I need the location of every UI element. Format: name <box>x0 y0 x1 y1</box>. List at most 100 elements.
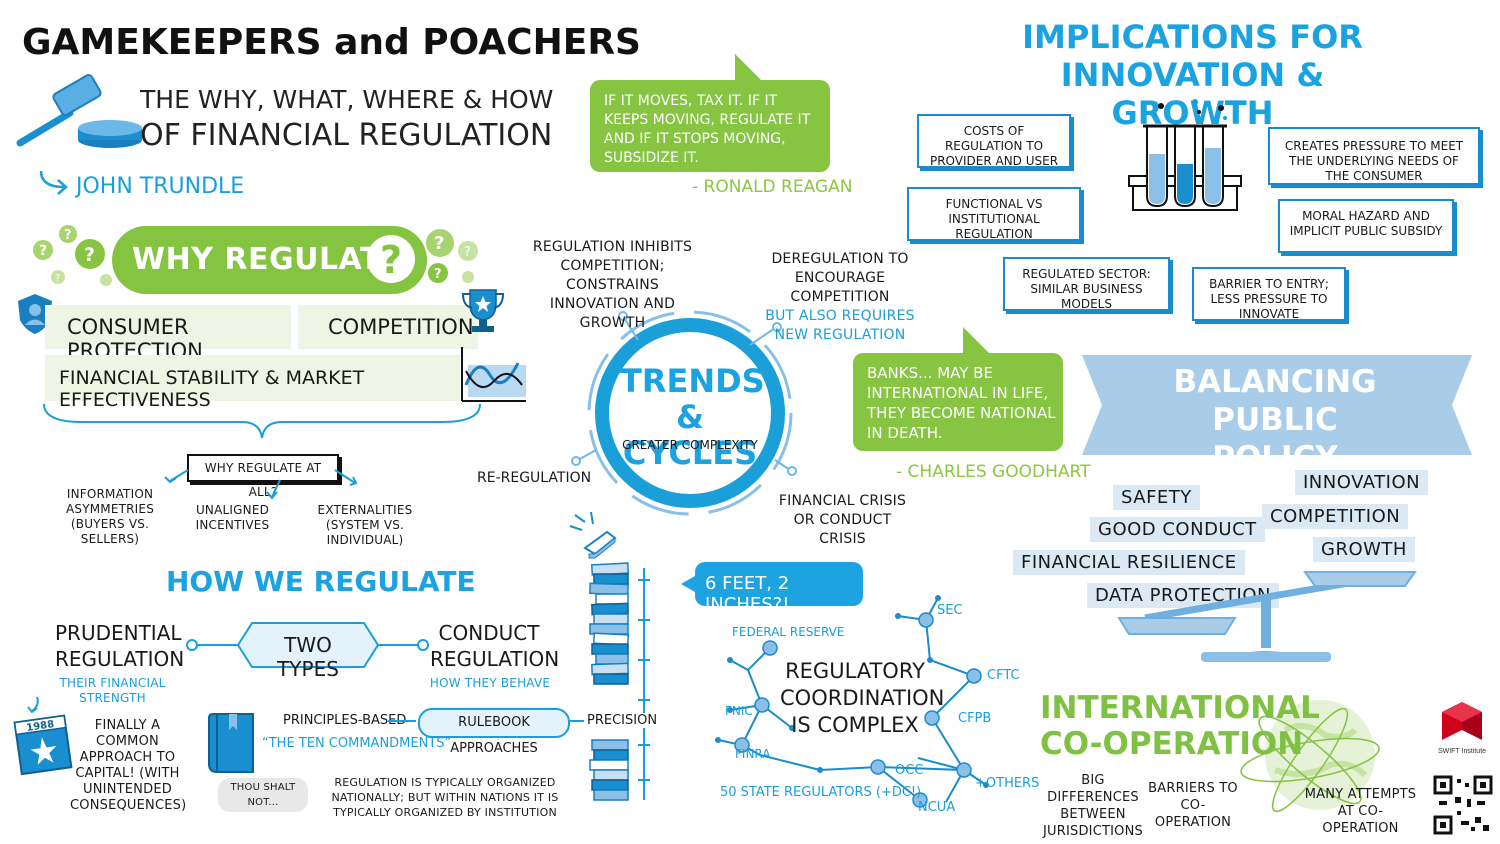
subtitle: THE WHY, WHAT, WHERE & HOW OF FINANCIAL … <box>140 82 553 154</box>
label-cfpb: CFPB <box>958 711 992 726</box>
qr-code-icon <box>1433 775 1493 835</box>
international-heading-line-1: INTERNATIONAL <box>1040 690 1320 726</box>
label-ncua: NCUA <box>918 800 956 815</box>
svg-text:?: ? <box>64 228 72 243</box>
label-others: +OTHERS <box>975 776 1040 791</box>
consumer-protection-box: CONSUMER PROTECTION <box>45 305 291 363</box>
label-fnic: FNIC <box>725 704 753 718</box>
label-finra: FINRA <box>735 747 771 761</box>
balancing-banner <box>1082 355 1472 455</box>
node-federal-reserve <box>762 640 778 656</box>
balancing-heading-line-1: BALANCING PUBLIC <box>1173 364 1377 438</box>
brace-divider <box>43 403 481 439</box>
implications-heading: IMPLICATIONS FOR INNOVATION & GROWTH <box>1020 18 1365 132</box>
stability-box: FINANCIAL STABILITY & MARKET EFFECTIVENE… <box>45 355 460 411</box>
implications-heading-line-2: INNOVATION & GROWTH <box>1060 56 1325 132</box>
svg-text:?: ? <box>39 243 47 259</box>
test-tubes-icon <box>1128 99 1242 211</box>
conduct-subtitle: HOW THEY BEHAVE <box>429 676 551 690</box>
conduct-regulation: CONDUCT REGULATION <box>430 621 560 671</box>
moral-hazard-box: MORAL HAZARD AND IMPLICIT PUBLIC SUBSIDY <box>1278 199 1454 253</box>
swift-institute-logo <box>1442 702 1482 740</box>
prudential-subtitle: THEIR FINANCIAL STRENGTH <box>59 676 166 705</box>
why-arrows <box>164 469 358 500</box>
label-cftc: CFTC <box>987 668 1020 683</box>
reagan-quote-text: IF IT MOVES, TAX IT. IF IT KEEPS MOVING,… <box>604 93 811 166</box>
book-icon <box>208 713 254 773</box>
barriers-cooperation: BARRIERS TO CO-OPERATION <box>1148 781 1238 830</box>
why-regulate-heading: WHY REGULATE <box>132 242 402 277</box>
label-federal-reserve: FEDERAL RESERVE <box>732 625 845 639</box>
moral-hazard-text: MORAL HAZARD AND IMPLICIT PUBLIC SUBSIDY <box>1289 209 1443 238</box>
author-name: JOHN TRUNDLE <box>76 174 245 199</box>
svg-text:?: ? <box>464 245 471 260</box>
node-cfpb <box>924 710 940 726</box>
shield-user-icon <box>18 294 52 334</box>
two-types-label: TWO TYPES <box>277 633 339 681</box>
svg-text:?: ? <box>55 273 60 284</box>
svg-text:?: ? <box>434 267 442 282</box>
precision-label: PRECISION <box>585 713 660 728</box>
why-question-box: WHY REGULATE AT ALL? <box>187 454 339 499</box>
functional-text: FUNCTIONAL VS INSTITUTIONAL REGULATION <box>945 197 1043 241</box>
book-stack <box>589 562 650 801</box>
rulebook-approaches: RULEBOOK APPROACHES <box>418 708 570 756</box>
re-regulation: RE-REGULATION <box>477 470 592 486</box>
subtitle-line-1: THE WHY, WHAT, WHERE & HOW <box>140 85 554 114</box>
node-fnic <box>754 697 770 713</box>
chip-growth: GROWTH <box>1313 537 1415 562</box>
common-capital-text: FINALLY A COMMON APPROACH TO CAPITAL! (W… <box>70 718 187 813</box>
node-cftc <box>966 668 982 684</box>
barrier-box: BARRIER TO ENTRY; LESS PRESSURE TO INNOV… <box>1192 267 1346 321</box>
barrier-text: BARRIER TO ENTRY; LESS PRESSURE TO INNOV… <box>1209 277 1329 321</box>
organized-nationally: REGULATION IS TYPICALLY ORGANIZED NATION… <box>331 776 559 819</box>
regulator-network <box>715 595 989 808</box>
big-differences: BIG DIFFERENCES BETWEEN JURISDICTIONS <box>1043 773 1143 839</box>
two-types-connector <box>186 622 429 668</box>
node-finra <box>734 737 750 753</box>
reagan-attribution: - RONALD REAGAN <box>692 177 853 197</box>
arrow-icon <box>39 170 68 195</box>
implications-heading-line-1: IMPLICATIONS FOR <box>1022 18 1363 56</box>
deregulation: DEREGULATION TO ENCOURAGE COMPETITION BU… <box>755 250 925 345</box>
question-icon: ? <box>367 235 415 283</box>
label-occ: OCC <box>895 763 924 778</box>
financial-crisis: FINANCIAL CRISIS OR CONDUCT CRISIS <box>778 493 907 547</box>
gavel-icon <box>16 74 142 148</box>
reagan-quote-bubble: IF IT MOVES, TAX IT. IF IT KEEPS MOVING,… <box>590 54 830 172</box>
height-bubble: 6 FEET, 2 INCHES?! <box>681 562 863 615</box>
ten-commandments: “THE TEN COMMANDMENTS” <box>262 736 452 751</box>
page-title: GAMEKEEPERS and POACHERS <box>22 22 641 63</box>
goodhart-attribution: - CHARLES GOODHART <box>896 462 1091 482</box>
height-bubble-text: 6 FEET, 2 INCHES?! <box>705 573 790 615</box>
chip-financial-resilience: FINANCIAL RESILIENCE <box>1013 550 1245 575</box>
label-sec: SEC <box>937 603 963 618</box>
principles-based: PRINCIPLES-BASED <box>283 713 407 728</box>
competition-label: COMPETITION <box>328 315 474 339</box>
trophy-icon <box>461 289 505 332</box>
functional-box: FUNCTIONAL VS INSTITUTIONAL REGULATION <box>907 187 1081 241</box>
costs-text: COSTS OF REGULATION TO PROVIDER AND USER <box>929 124 1059 168</box>
chip-competition: COMPETITION <box>1262 504 1409 529</box>
calendar-year: 1988 <box>26 719 55 734</box>
stability-label: FINANCIAL STABILITY & MARKET EFFECTIVENE… <box>59 367 365 411</box>
question-bubbles-left: ? ? ? ? <box>33 225 112 286</box>
pressure-box: CREATES PRESSURE TO MEET THE UNDERLYING … <box>1268 127 1480 185</box>
regulatory-coordination-title: REGULATORY COORDINATION IS COMPLEX <box>780 659 945 737</box>
question-bubbles-right: ? ? ? <box>426 229 478 283</box>
goodhart-quote-bubble: BANKS... MAY BE INTERNATIONAL IN LIFE, T… <box>853 327 1063 451</box>
chip-innovation: INNOVATION <box>1295 470 1429 495</box>
greater-complexity: GREATER COMPLEXITY <box>622 438 758 452</box>
chip-safety: SAFETY <box>1113 485 1200 510</box>
deregulation-text: DEREGULATION TO ENCOURAGE COMPETITION <box>771 251 909 305</box>
international-heading: INTERNATIONAL CO-OPERATION <box>1040 690 1320 762</box>
regulated-sector-box: REGULATED SECTOR: SIMILAR BUSINESS MODEL… <box>1003 257 1170 311</box>
trends-title-line-2: & CYCLES <box>622 398 758 472</box>
trends-title-line-1: TRENDS <box>620 362 765 400</box>
regulated-sector-text: REGULATED SECTOR: SIMILAR BUSINESS MODEL… <box>1022 267 1151 311</box>
chip-good-conduct: GOOD CONDUCT <box>1090 517 1265 542</box>
globe-icon <box>1240 700 1380 813</box>
subtitle-line-2: OF FINANCIAL REGULATION <box>140 118 553 153</box>
balance-scale-icon <box>1117 571 1417 662</box>
trends-cycle-ring <box>571 310 797 516</box>
